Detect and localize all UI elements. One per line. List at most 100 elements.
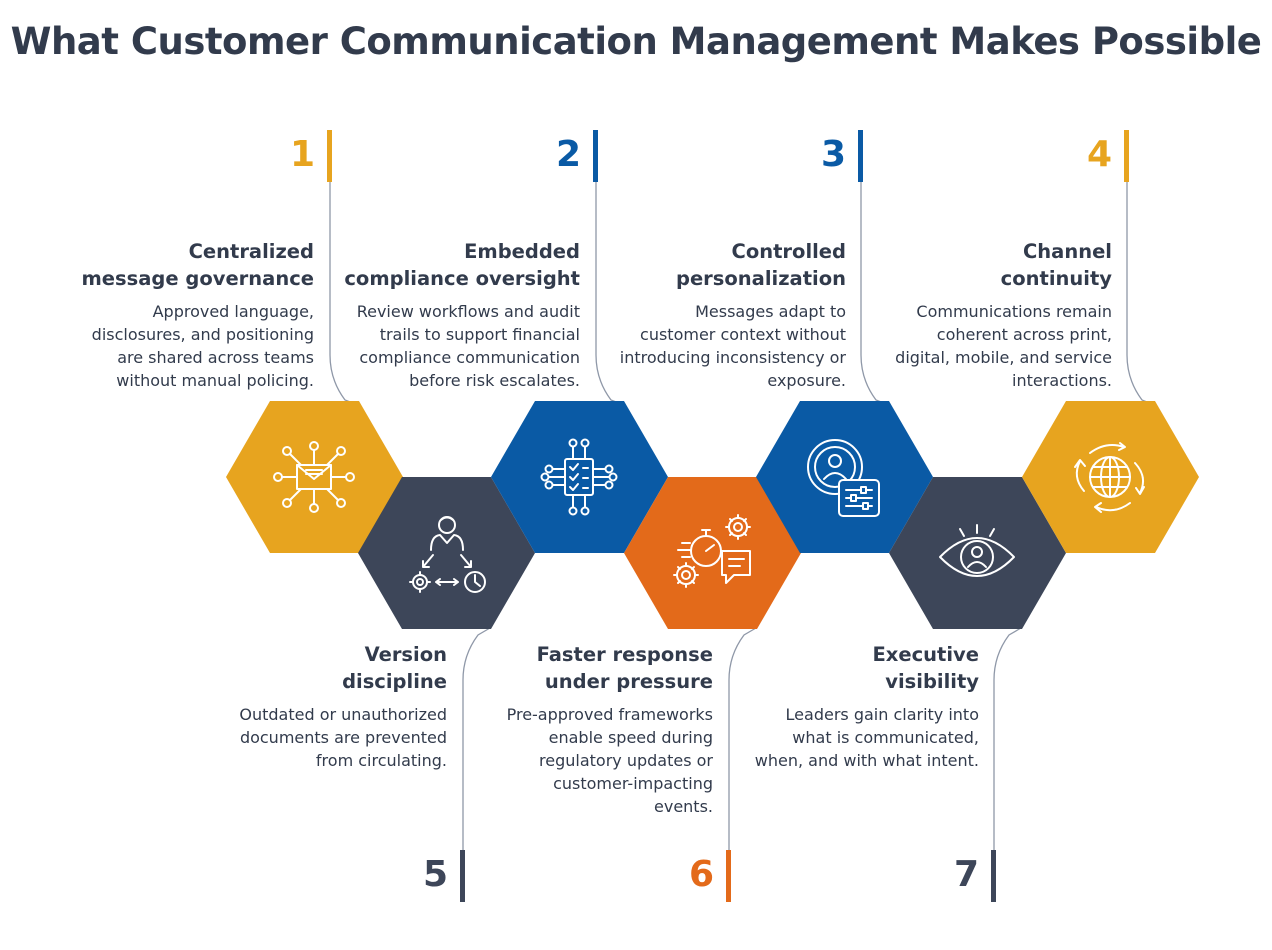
item-desc-1-line-2: disclosures, and positioning	[91, 325, 314, 344]
item-desc-2-line-3: compliance communication	[359, 348, 580, 367]
item-desc-3-line-3: introducing inconsistency or	[619, 348, 846, 367]
gears-stopwatch-icon	[673, 514, 751, 588]
item-desc-4: Communications remain coherent across pr…	[832, 300, 1112, 392]
item-desc-2-line-2: trails to support financial	[379, 325, 580, 344]
item-desc-7-line-3: when, and with what intent.	[754, 751, 979, 770]
item-desc-1: Approved language, disclosures, and posi…	[34, 300, 314, 392]
number-bar-4	[1124, 130, 1129, 182]
connector-line-2	[595, 180, 625, 406]
item-block-3: Controlled personalization Messages adap…	[566, 238, 846, 392]
number-bar-3	[858, 130, 863, 182]
item-desc-7-line-1: Leaders gain clarity into	[785, 705, 979, 724]
item-title-6-line-2: under pressure	[544, 670, 713, 693]
item-title-6-line-1: Faster response	[536, 643, 713, 666]
item-title-2-line-1: Embedded	[464, 240, 580, 263]
hexagon-7	[889, 477, 1066, 629]
connector-line-3	[860, 180, 890, 406]
connector-line-6	[728, 627, 757, 850]
item-desc-1-line-4: without manual policing.	[116, 371, 314, 390]
item-title-2-line-2: compliance oversight	[344, 267, 580, 290]
item-title-5: Version discipline	[167, 641, 447, 695]
user-settings-icon	[807, 439, 880, 517]
item-title-3: Controlled personalization	[566, 238, 846, 292]
item-block-1: Centralized message governance Approved …	[34, 238, 314, 392]
item-title-7: Executive visibility	[699, 641, 979, 695]
item-title-4-line-1: Channel	[1022, 240, 1112, 263]
connector-line-1	[329, 180, 359, 406]
number-bar-7	[991, 850, 996, 902]
item-block-6: Faster response under pressure Pre-appro…	[433, 641, 713, 818]
hexagon-5	[358, 477, 535, 629]
item-desc-1-line-1: Approved language,	[152, 302, 314, 321]
item-title-1-line-1: Centralized	[188, 240, 314, 263]
number-bar-2	[593, 130, 598, 182]
number-bar-6	[726, 850, 731, 902]
eye-person-icon	[939, 524, 1015, 577]
item-desc-6-line-5: events.	[654, 797, 713, 816]
item-desc-7: Leaders gain clarity into what is commun…	[699, 703, 979, 772]
item-title-1: Centralized message governance	[34, 238, 314, 292]
item-desc-5-line-3: from circulating.	[315, 751, 447, 770]
connector-lines	[329, 180, 1156, 850]
item-block-5: Version discipline Outdated or unauthori…	[167, 641, 447, 772]
item-desc-3-line-1: Messages adapt to	[695, 302, 846, 321]
item-number-7: 7	[953, 854, 979, 895]
globe-cycle-icon	[1074, 442, 1145, 513]
item-title-4-line-2: continuity	[1000, 267, 1112, 290]
item-desc-7-line-2: what is communicated,	[792, 728, 979, 747]
item-title-7-line-2: visibility	[885, 670, 979, 693]
item-number-4: 4	[1086, 134, 1112, 175]
item-number-1: 1	[289, 134, 315, 175]
item-desc-4-line-4: interactions.	[1012, 371, 1112, 390]
item-block-7: Executive visibility Leaders gain clarit…	[699, 641, 979, 772]
item-number-6: 6	[688, 854, 714, 895]
number-bar-1	[327, 130, 332, 182]
item-desc-3-line-2: customer context without	[640, 325, 846, 344]
page-title: What Customer Communication Management M…	[10, 20, 1262, 63]
item-desc-5: Outdated or unauthorized documents are p…	[167, 703, 447, 772]
item-desc-6-line-4: customer-impacting	[553, 774, 713, 793]
item-number-3: 3	[820, 134, 846, 175]
hexagons	[226, 401, 1199, 629]
item-desc-6-line-2: enable speed during	[548, 728, 713, 747]
item-desc-2-line-4: before risk escalates.	[409, 371, 580, 390]
item-desc-5-line-2: documents are prevented	[239, 728, 447, 747]
item-title-7-line-1: Executive	[872, 643, 979, 666]
item-number-2: 2	[555, 134, 581, 175]
hexagon-6	[624, 477, 801, 629]
item-block-4: Channel continuity Communications remain…	[832, 238, 1112, 392]
envelope-network-icon	[273, 441, 355, 513]
item-desc-3-line-4: exposure.	[767, 371, 846, 390]
item-title-5-line-2: discipline	[342, 670, 447, 693]
item-desc-6-line-3: regulatory updates or	[539, 751, 713, 770]
item-desc-4-line-1: Communications remain	[916, 302, 1112, 321]
item-desc-4-line-3: digital, mobile, and service	[895, 348, 1112, 367]
item-block-2: Embedded compliance oversight Review wor…	[300, 238, 580, 392]
connector-line-5	[462, 627, 491, 850]
checklist-chip-icon	[540, 438, 618, 516]
item-title-1-line-2: message governance	[81, 267, 314, 290]
item-desc-5-line-1: Outdated or unauthorized	[239, 705, 447, 724]
item-desc-3: Messages adapt to customer context witho…	[566, 300, 846, 392]
item-desc-1-line-3: are shared across teams	[117, 348, 314, 367]
item-title-3-line-2: personalization	[675, 267, 846, 290]
item-desc-4-line-2: coherent across print,	[936, 325, 1112, 344]
item-desc-2: Review workflows and audit trails to sup…	[300, 300, 580, 392]
item-title-3-line-1: Controlled	[731, 240, 846, 263]
number-bars	[327, 130, 1129, 902]
number-bar-5	[460, 850, 465, 902]
person-process-icon	[409, 516, 486, 593]
connector-line-4	[1126, 180, 1156, 406]
hexagon-2	[491, 401, 668, 553]
item-desc-6-line-1: Pre-approved frameworks	[506, 705, 713, 724]
item-title-5-line-1: Version	[364, 643, 447, 666]
connector-line-7	[993, 627, 1022, 850]
hexagon-1	[226, 401, 403, 553]
item-title-4: Channel continuity	[832, 238, 1112, 292]
item-desc-6: Pre-approved frameworks enable speed dur…	[433, 703, 713, 818]
item-title-6: Faster response under pressure	[433, 641, 713, 695]
item-desc-2-line-1: Review workflows and audit	[356, 302, 580, 321]
item-title-2: Embedded compliance oversight	[300, 238, 580, 292]
item-number-5: 5	[422, 854, 448, 895]
